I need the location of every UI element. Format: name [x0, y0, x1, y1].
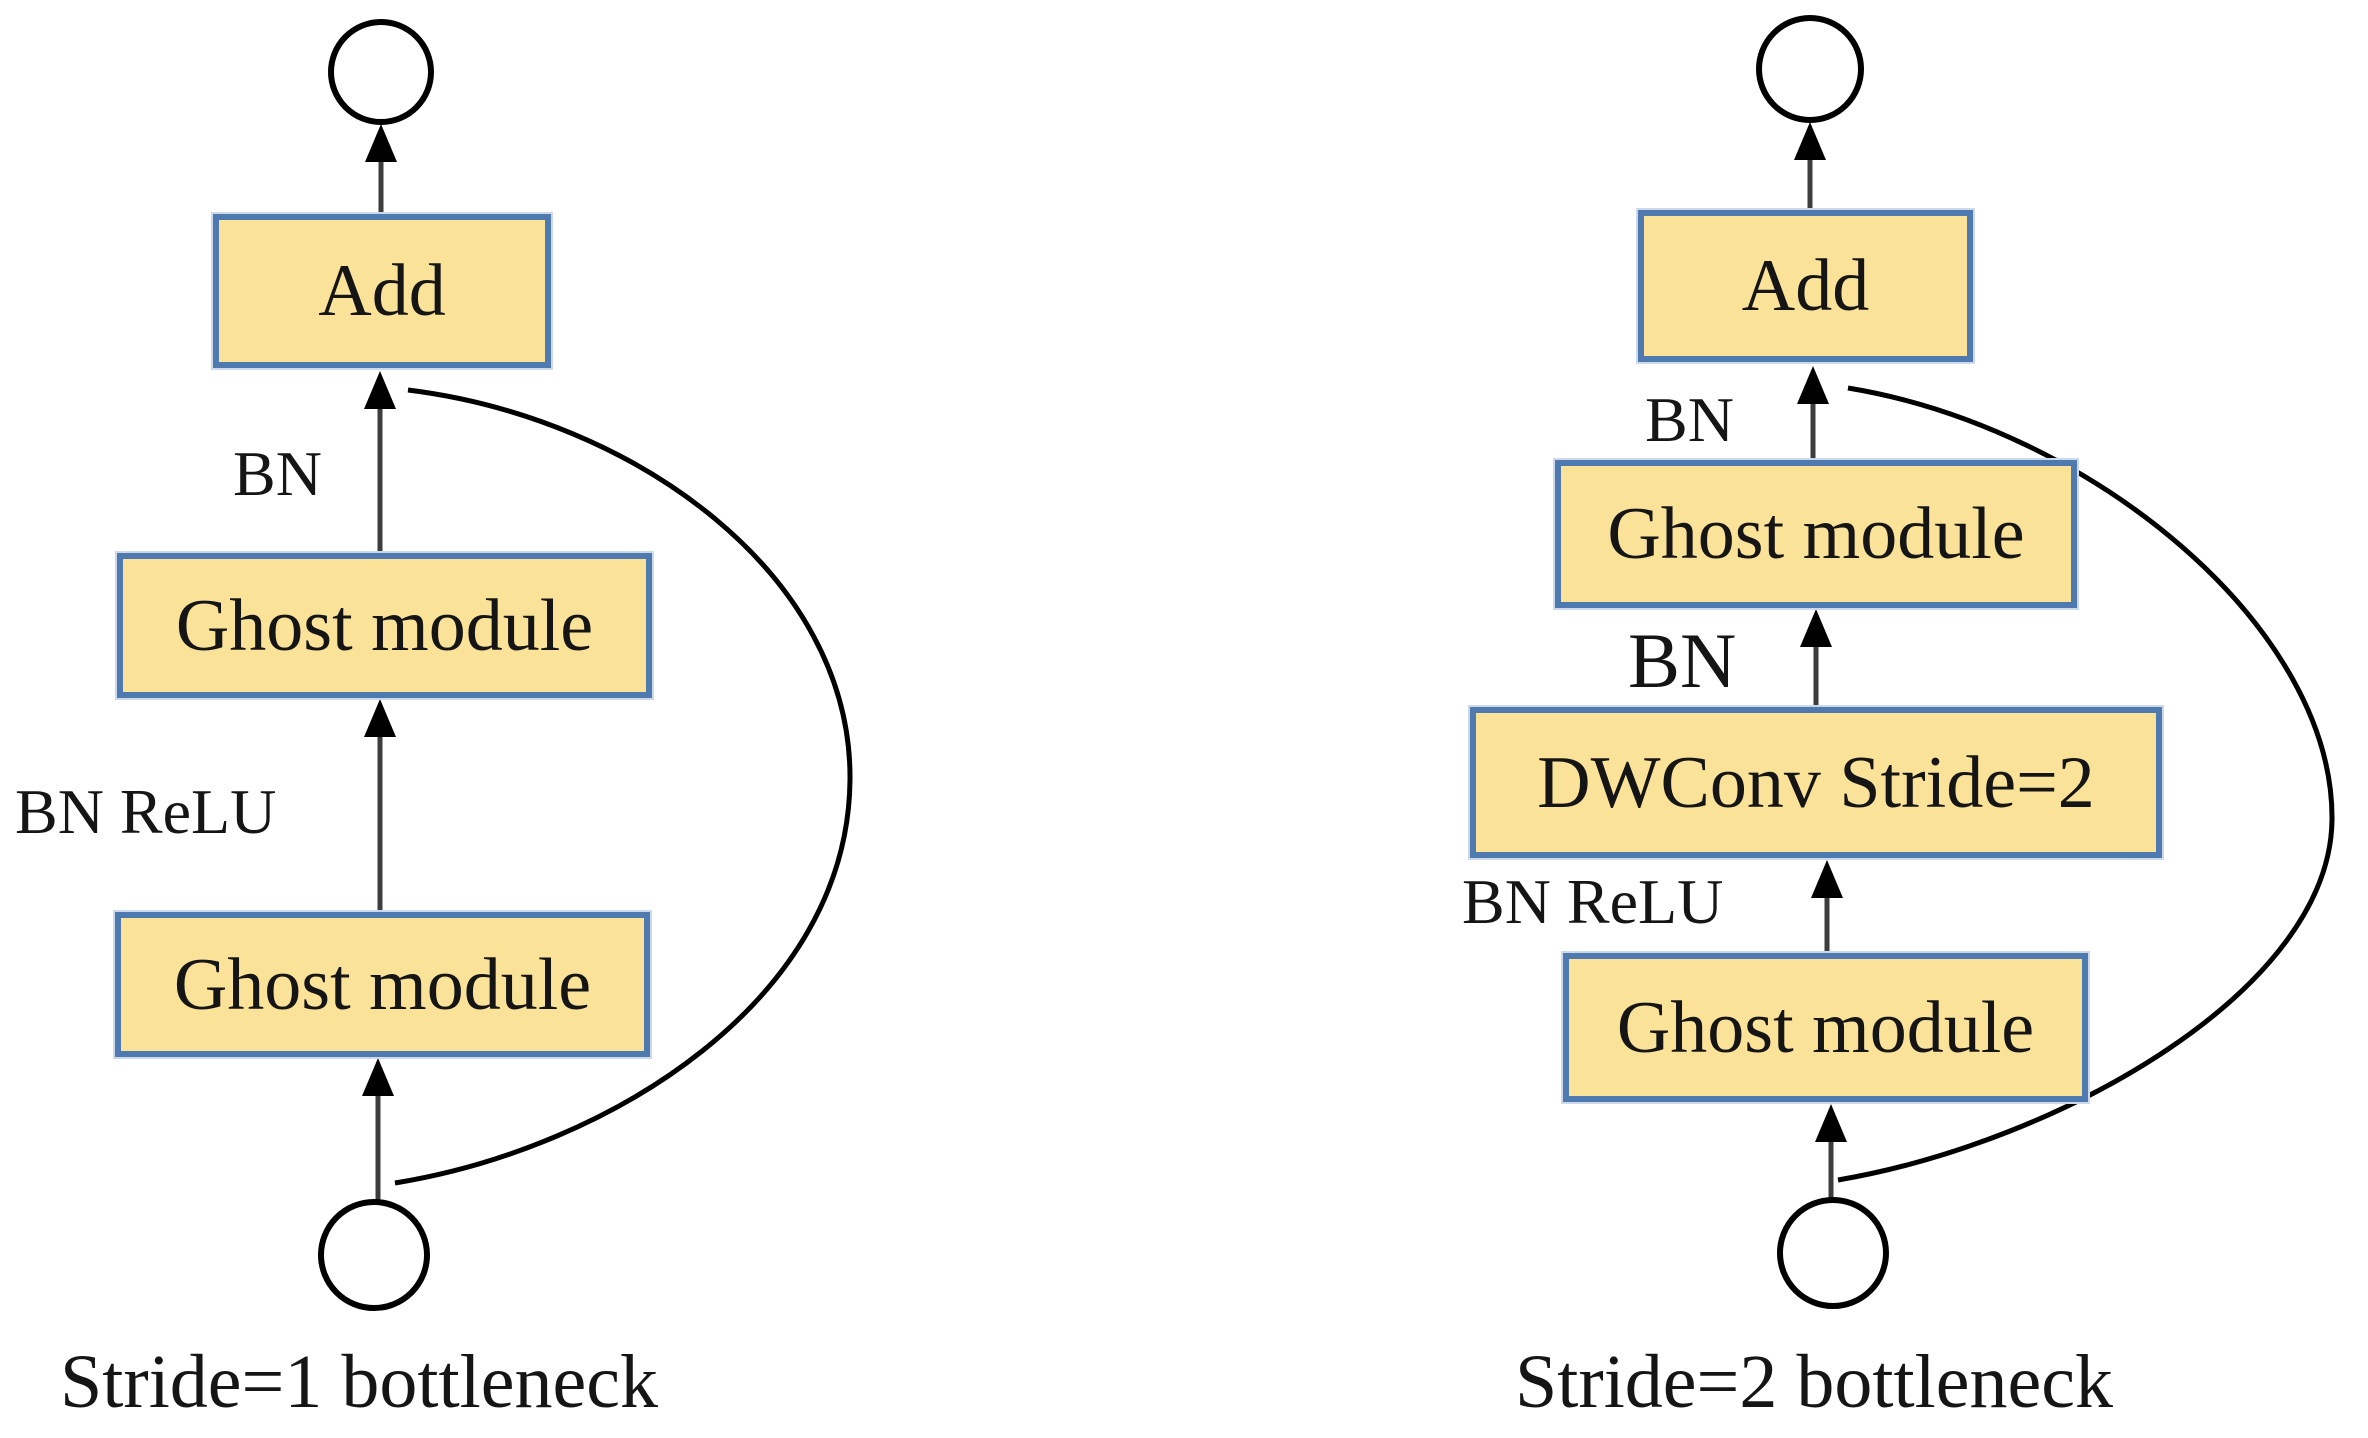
left-input-node — [318, 1199, 430, 1311]
left-arrowhead-to-output — [365, 124, 397, 162]
right-add-box: Add — [1638, 210, 1973, 362]
left-bn-label: BN — [233, 438, 322, 509]
right-arrowhead-to-output — [1794, 122, 1826, 160]
right-input-node — [1777, 1197, 1889, 1309]
right-arrowhead-to-add — [1797, 366, 1829, 404]
left-caption-stride1-bottleneck: Stride=1 bottleneck — [60, 1340, 658, 1424]
right-caption-stride2-bottleneck: Stride=2 bottleneck — [1515, 1340, 2113, 1424]
right-output-node — [1756, 15, 1864, 123]
left-arrowhead-to-ghostbottom — [362, 1058, 394, 1096]
right-arrowhead-to-dwconv — [1811, 860, 1843, 898]
left-output-node — [328, 19, 434, 125]
left-skip-connection-curve — [394, 387, 853, 1186]
left-arrowhead-to-ghosttop — [364, 699, 396, 737]
right-bn-mid-label: BN — [1628, 617, 1737, 704]
right-dwconv-stride2-box: DWConv Stride=2 — [1470, 707, 2162, 858]
right-bn-top-label: BN — [1645, 384, 1734, 455]
right-ghost-module-bottom-box: Ghost module — [1563, 953, 2088, 1102]
right-arrowhead-to-ghostbottom — [1815, 1104, 1847, 1142]
left-add-box: Add — [213, 214, 551, 368]
left-ghost-module-bottom-box: Ghost module — [115, 912, 650, 1057]
left-ghost-module-top-box: Ghost module — [117, 553, 652, 698]
right-ghost-module-top-box: Ghost module — [1555, 460, 2077, 608]
left-bn-relu-label: BN ReLU — [15, 776, 277, 847]
right-arrowhead-to-ghosttop — [1800, 609, 1832, 647]
left-arrowhead-to-add — [364, 371, 396, 409]
right-bn-relu-label: BN ReLU — [1462, 866, 1724, 937]
